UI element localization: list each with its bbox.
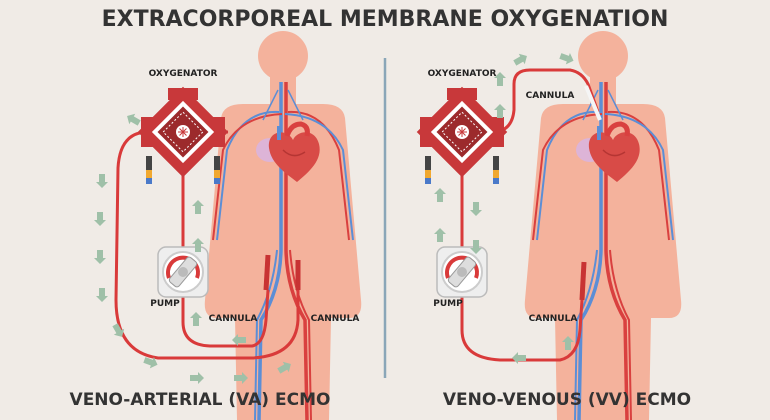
flow-arrow-icon bbox=[94, 212, 106, 226]
vv-return-tube bbox=[491, 68, 600, 134]
vv-pump-label: PUMP bbox=[433, 299, 463, 309]
vv-femoral-cannula bbox=[579, 261, 587, 301]
vv-human-body bbox=[523, 29, 683, 420]
va-pump-label: PUMP bbox=[150, 299, 180, 309]
flow-arrow-icon bbox=[96, 174, 108, 188]
va-panel: OXYGENATOR PUMP CANNULA CANNULA VENO-ART… bbox=[70, 29, 363, 420]
va-human-body bbox=[203, 29, 363, 420]
vv-caption: VENO-VENOUS (VV) ECMO bbox=[443, 390, 691, 410]
flow-arrow-icon bbox=[512, 352, 526, 364]
flow-arrow-icon bbox=[94, 250, 106, 264]
flow-arrow-icon bbox=[434, 228, 446, 242]
vv-panel: OXYGENATOR CANNULA PUMP CANNULA VENO-VEN… bbox=[416, 29, 691, 420]
va-pump-icon bbox=[156, 245, 210, 299]
va-venous-cannula bbox=[263, 254, 271, 291]
vv-pump-icon bbox=[435, 245, 489, 299]
flow-arrow-icon bbox=[558, 50, 576, 67]
va-cannula-label-venous: CANNULA bbox=[209, 314, 258, 324]
vv-cannula-label-jugular: CANNULA bbox=[526, 91, 575, 101]
flow-arrow-icon bbox=[190, 372, 204, 384]
va-caption: VENO-ARTERIAL (VA) ECMO bbox=[70, 390, 331, 410]
flow-arrow-icon bbox=[434, 188, 446, 202]
vv-oxygenator-label: OXYGENATOR bbox=[428, 69, 497, 79]
va-oxygenator-icon bbox=[137, 86, 229, 185]
vv-drain-tube bbox=[460, 292, 584, 362]
vv-oxygenator-icon bbox=[416, 86, 508, 185]
va-return-tube bbox=[114, 130, 300, 360]
va-drain-tube bbox=[181, 289, 270, 348]
page-title: EXTRACORPOREAL MEMBRANE OXYGENATION bbox=[102, 7, 669, 32]
flow-arrow-icon bbox=[96, 288, 108, 302]
vv-jugular-cannula bbox=[584, 85, 602, 121]
flow-arrow-icon bbox=[494, 104, 506, 118]
flow-arrow-icon bbox=[192, 200, 204, 214]
flow-arrow-icon bbox=[511, 50, 530, 69]
flow-arrow-icon bbox=[190, 312, 202, 326]
va-cannula-label-arterial: CANNULA bbox=[311, 314, 360, 324]
va-oxygenator-label: OXYGENATOR bbox=[149, 69, 218, 79]
flow-arrow-icon bbox=[470, 202, 482, 216]
flow-arrow-icon bbox=[124, 110, 143, 129]
vv-cannula-label-femoral: CANNULA bbox=[529, 314, 578, 324]
